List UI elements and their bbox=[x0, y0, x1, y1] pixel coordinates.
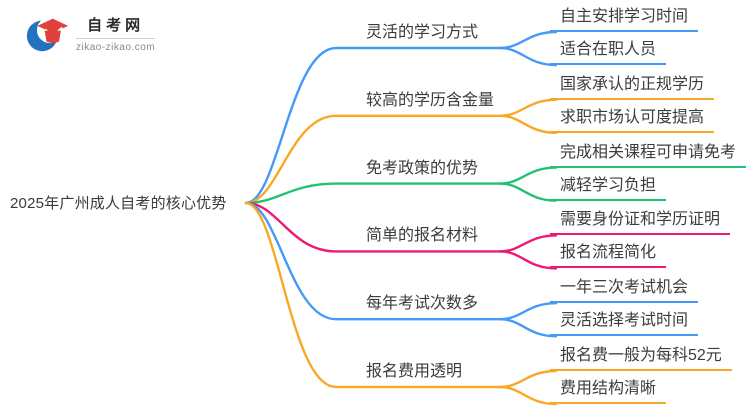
branch-line bbox=[498, 369, 558, 389]
graduation-cap-logo-icon bbox=[26, 17, 69, 52]
child-topic-2-2: 求职市场认可度提高 bbox=[550, 106, 715, 133]
child-topic-5-2: 灵活选择考试时间 bbox=[550, 309, 699, 337]
site-logo[interactable]: 自考网 zikao-zikao.com bbox=[24, 10, 156, 56]
logo-domain-text: zikao-zikao.com bbox=[76, 41, 156, 53]
child-topic-3-2: 减轻学习负担 bbox=[550, 174, 667, 201]
branch-line bbox=[244, 201, 502, 253]
child-topic-4-1: 需要身份证和学历证明 bbox=[550, 208, 731, 236]
branch-line bbox=[498, 98, 558, 117]
branch-topic-1: 灵活的学习方式 bbox=[366, 24, 479, 41]
logo-divider bbox=[76, 37, 156, 39]
branch-line bbox=[498, 385, 558, 406]
branch-line bbox=[498, 30, 558, 50]
branch-line bbox=[498, 182, 558, 202]
branch-topic-2: 较高的学历含金量 bbox=[366, 91, 495, 109]
child-topic-4-2: 报名流程简化 bbox=[550, 241, 667, 269]
branch-line bbox=[244, 201, 502, 389]
logo-site-name: 自考网 bbox=[87, 16, 145, 34]
branch-line bbox=[244, 114, 502, 205]
branch-line bbox=[498, 46, 558, 67]
root-topic: 2025年广州成人自考的核心优势 bbox=[10, 195, 227, 212]
child-topic-5-1: 一年三次考试机会 bbox=[550, 276, 699, 304]
branch-line bbox=[498, 234, 558, 253]
logo-text-block: 自考网 zikao-zikao.com bbox=[76, 14, 156, 53]
branch-line bbox=[498, 166, 558, 185]
branch-line bbox=[244, 201, 502, 321]
branch-line bbox=[498, 318, 558, 338]
branch-line bbox=[244, 182, 502, 205]
child-topic-1-2: 适合在职人员 bbox=[550, 38, 667, 65]
branch-line bbox=[498, 114, 558, 134]
child-topic-2-1: 国家承认的正规学历 bbox=[550, 73, 715, 100]
branch-line bbox=[498, 302, 558, 321]
branch-line bbox=[498, 250, 558, 270]
child-topic-3-1: 完成相关课程可申请免考 bbox=[550, 141, 747, 168]
child-topic-6-2: 费用结构清晰 bbox=[550, 377, 667, 404]
branch-topic-5: 每年考试次数多 bbox=[366, 295, 479, 313]
child-topic-6-1: 报名费一般为每科52元 bbox=[550, 344, 732, 371]
branch-topic-3: 免考政策的优势 bbox=[366, 159, 479, 177]
child-topic-1-1: 自主安排学习时间 bbox=[550, 5, 699, 32]
branch-topic-6: 报名费用透明 bbox=[366, 363, 463, 380]
branch-line bbox=[244, 46, 502, 205]
branch-topic-4: 简单的报名材料 bbox=[366, 227, 479, 245]
